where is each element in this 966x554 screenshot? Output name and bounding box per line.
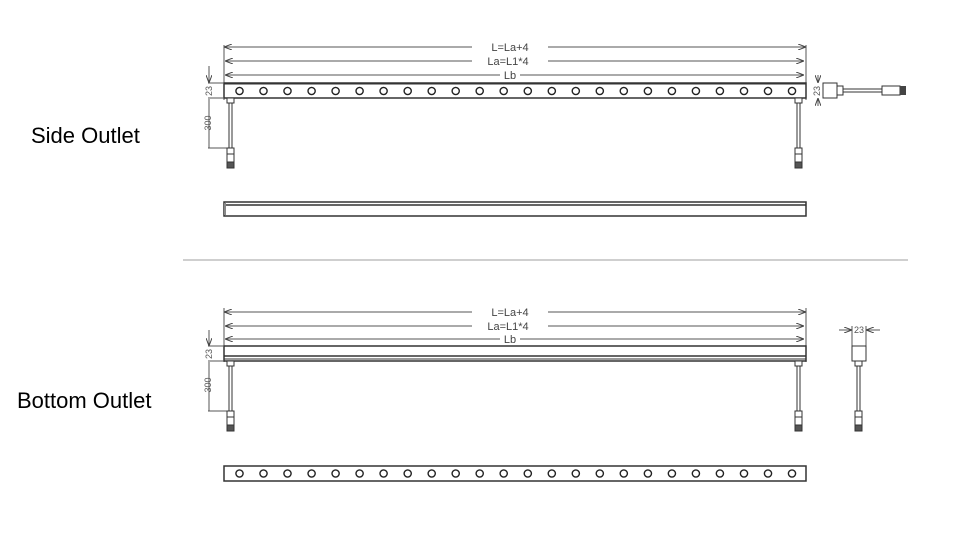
led-dot [715, 86, 725, 96]
dim-overall-length-2: L=La+4 [225, 307, 805, 319]
led-bar-bottom [223, 345, 807, 362]
led-dot [595, 86, 605, 96]
led-dot [379, 86, 388, 96]
led-dot [643, 86, 653, 96]
led-dot [331, 86, 340, 96]
dim-overall-text-2: L=La+4 [491, 307, 528, 319]
led-dot [403, 86, 413, 96]
led-dots [235, 86, 797, 96]
led-dot [475, 86, 485, 96]
left-cable-connector [226, 97, 235, 169]
side-end-view: 23 [812, 75, 906, 106]
bottom-outlet-label: Bottom Outlet [17, 388, 152, 413]
led-dot [667, 469, 677, 478]
led-dot [307, 469, 316, 478]
left-cable-connector-2 [226, 360, 235, 432]
led-dot [787, 86, 797, 96]
right-cable-connector-2 [794, 360, 803, 432]
dim-end-height-text: 23 [812, 86, 822, 96]
led-dot [499, 86, 509, 96]
led-dots-2 [235, 469, 797, 478]
led-dot [235, 86, 244, 96]
bottom-outlet-drawing: L=La+4 La=L1*4 Lb 23 300 [203, 307, 880, 482]
dim-overall-text: L=La+4 [491, 42, 528, 54]
led-dot [499, 469, 509, 478]
led-dot [307, 86, 316, 96]
led-dot [259, 469, 268, 478]
bottom-end-view: 23 [839, 325, 880, 432]
led-dot [283, 469, 292, 478]
dim-end-width-text: 23 [854, 325, 864, 335]
led-dot [259, 86, 268, 96]
dim-active-length-2: La=L1*4 [226, 321, 803, 333]
led-dot [571, 469, 581, 478]
led-dot [523, 86, 533, 96]
led-dot [763, 469, 773, 478]
led-dot [739, 469, 749, 478]
led-dot [643, 469, 653, 478]
led-dot [619, 469, 629, 478]
dim-body-text-2: Lb [504, 334, 516, 346]
led-dot [715, 469, 725, 478]
led-bar-side [223, 82, 807, 99]
led-dot [355, 469, 364, 478]
led-dot [547, 469, 557, 478]
led-dot [283, 86, 292, 96]
led-dot [571, 86, 581, 96]
led-dot [451, 469, 461, 478]
led-dot [403, 469, 413, 478]
dim-overall-length: L=La+4 [225, 42, 805, 54]
led-bar-bottom-view [223, 465, 807, 482]
dim-body-text: Lb [504, 70, 516, 82]
led-dot [763, 86, 773, 96]
dim-height-text: 23 [204, 86, 214, 96]
dim-lead-text-2: 300 [203, 377, 213, 392]
dim-active-length: La=L1*4 [226, 56, 803, 68]
dim-active-text-2: La=L1*4 [487, 321, 528, 333]
right-cable-connector [794, 97, 803, 169]
side-profile-view [223, 201, 807, 217]
side-outlet-drawing: L=La+4 La=L1*4 Lb 23 300 [203, 42, 906, 217]
led-dot [523, 469, 533, 478]
led-dot [451, 86, 461, 96]
led-dot [739, 86, 749, 96]
led-dot [691, 469, 701, 478]
led-dot [595, 469, 605, 478]
dim-body-length: Lb [226, 70, 803, 82]
led-dot [355, 86, 364, 96]
led-dot [235, 469, 244, 478]
led-dot [619, 86, 629, 96]
side-outlet-label: Side Outlet [31, 123, 140, 148]
led-dot [331, 469, 340, 478]
dim-active-text: La=L1*4 [487, 56, 528, 68]
led-dot [691, 86, 701, 96]
led-dot [475, 469, 485, 478]
dim-height-text-2: 23 [204, 349, 214, 359]
led-dot [547, 86, 557, 96]
led-dot [427, 86, 437, 96]
led-dot [379, 469, 388, 478]
dim-lead-text: 300 [203, 115, 213, 130]
led-dot [787, 469, 797, 478]
led-dot [427, 469, 437, 478]
led-dot [667, 86, 677, 96]
dim-body-length-2: Lb [226, 334, 803, 346]
